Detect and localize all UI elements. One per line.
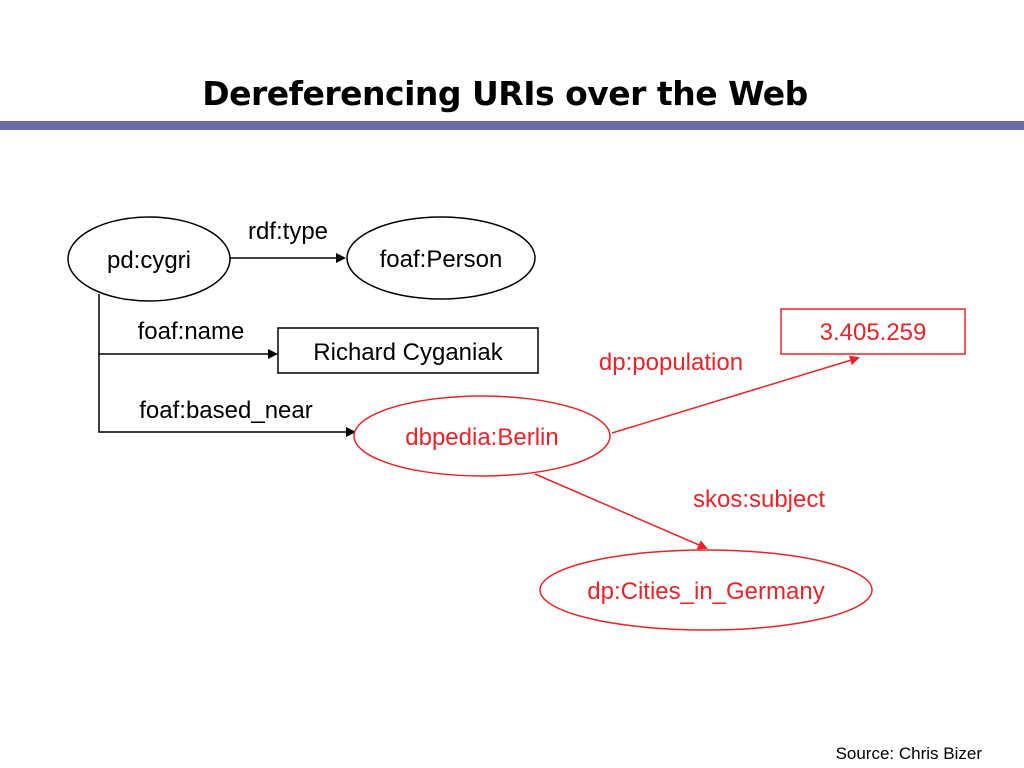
edge-rdf-type-label: rdf:type	[248, 218, 328, 245]
edge-foaf-based-near-label: foaf:based_near	[139, 397, 312, 424]
node-dbpedia-berlin-ellipse	[353, 395, 611, 477]
node-richard-cyganiak-box	[277, 327, 539, 374]
source-credit: Source: Chris Bizer	[835, 744, 982, 763]
edge-skos-subject-arrow	[534, 473, 708, 550]
edge-dp-population-label: dp:population	[599, 349, 743, 376]
node-dbpedia-berlin-label: dbpedia:Berlin	[405, 424, 558, 451]
node-population-value-box	[780, 308, 966, 355]
node-foaf-person-label: foaf:Person	[380, 246, 503, 273]
title-divider	[0, 121, 1024, 130]
node-pd-cygri-label: pd:cygri	[107, 247, 191, 274]
node-cities-in-germany-label: dp:Cities_in_Germany	[587, 578, 824, 605]
node-cities-in-germany-ellipse	[539, 549, 873, 631]
node-population-value-label: 3.405.259	[820, 319, 927, 346]
edge-foaf-name-label: foaf:name	[138, 318, 245, 345]
node-foaf-person-ellipse	[346, 216, 536, 300]
node-richard-cyganiak-label: Richard Cyganiak	[313, 339, 503, 366]
edge-skos-subject-label: skos:subject	[693, 486, 825, 513]
edge-foaf-based-near-arrow	[98, 354, 356, 437]
node-pd-cygri-ellipse	[67, 216, 231, 302]
slide-title: Dereferencing URIs over the Web	[202, 74, 808, 113]
edge-dp-population-arrow	[611, 355, 860, 434]
